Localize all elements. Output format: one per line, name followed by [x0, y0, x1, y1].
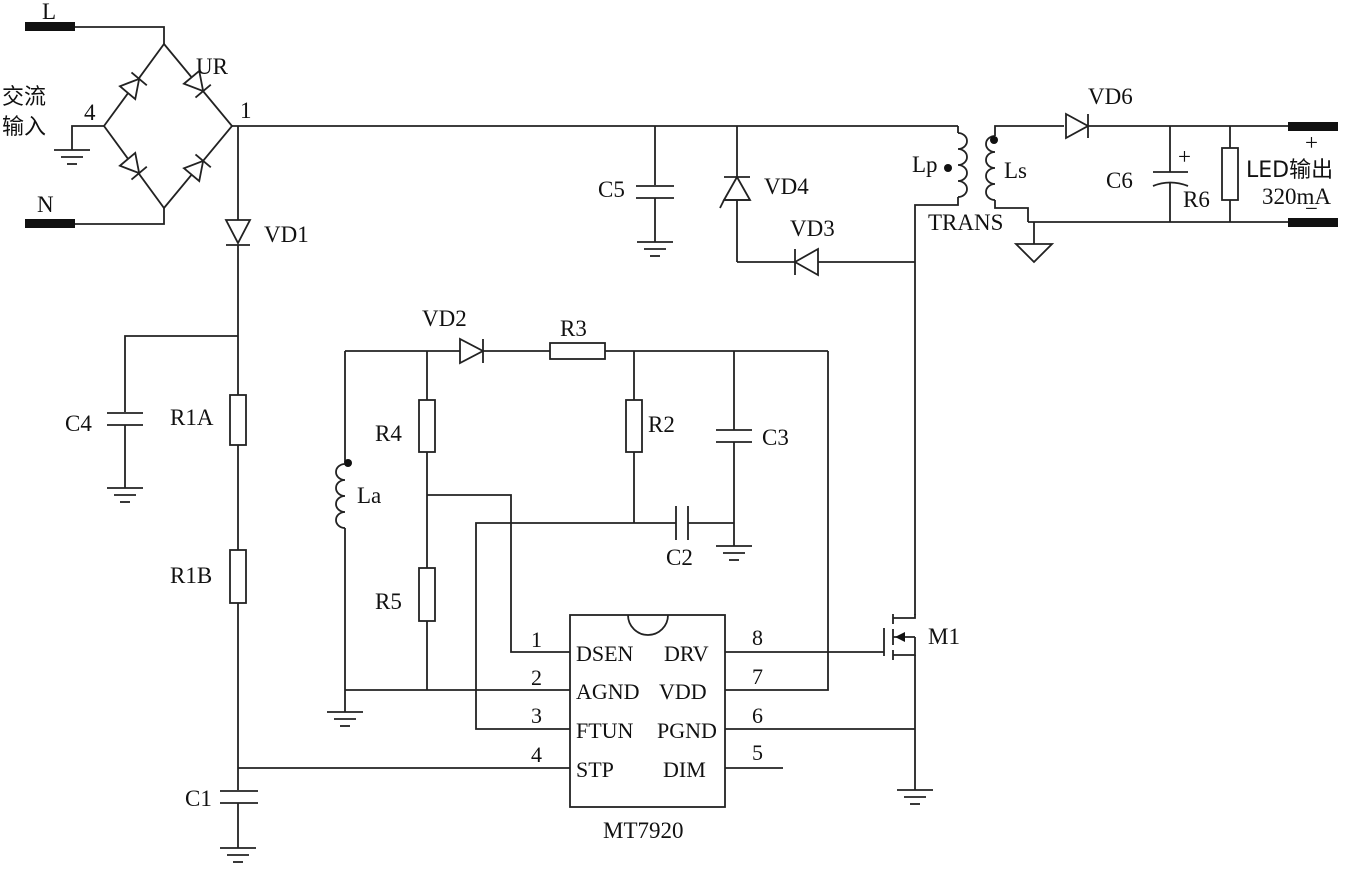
ur-label: UR: [196, 54, 229, 79]
r2-label: R2: [648, 412, 675, 437]
terminal-l: L: [25, 0, 75, 31]
r3-label: R3: [560, 316, 587, 341]
transformer-trans: Lp Ls TRANS: [912, 125, 1064, 615]
r4-label: R4: [375, 421, 402, 446]
ac-input-label-line2: 输入: [2, 115, 46, 140]
capacitor-c2: C2: [666, 506, 693, 570]
resistor-r3: R3: [549, 316, 606, 360]
diode-vd6: VD6: [1065, 84, 1133, 140]
vd3-label: VD3: [790, 216, 835, 241]
ic-mt7920: MT7920 DSEN AGND FTUN STP DRV VDD PGND D…: [531, 614, 763, 843]
diode-vd4: VD4: [719, 174, 809, 209]
ic-pin-1-name: DSEN: [576, 641, 634, 666]
c6-plus: +: [1178, 144, 1191, 169]
ic-name: MT7920: [603, 818, 684, 843]
node-1-label: 1: [240, 98, 252, 123]
ls-label: Ls: [1004, 158, 1027, 183]
resistor-r1b: R1B: [170, 549, 247, 604]
led-minus-sign: −: [1305, 196, 1318, 221]
ic-pin-3-name: FTUN: [576, 718, 634, 743]
ic-pin-2-num: 2: [531, 665, 542, 690]
lp-label: Lp: [912, 152, 938, 177]
c2-label: C2: [666, 545, 693, 570]
resistor-r4: R4: [375, 399, 436, 453]
vd6-label: VD6: [1088, 84, 1133, 109]
terminal-l-label: L: [42, 0, 56, 24]
r1a-label: R1A: [170, 405, 214, 430]
ic-pin-8-name: DRV: [664, 641, 709, 666]
ac-input-label-line1: 交流: [2, 85, 46, 110]
m1-label: M1: [928, 624, 960, 649]
ic-pin-5-name: DIM: [663, 757, 706, 782]
led-plus-sign: +: [1305, 130, 1318, 155]
terminal-led-plus: +: [1288, 122, 1338, 155]
vd2-label: VD2: [422, 306, 467, 331]
ic-pin-2-name: AGND: [576, 679, 640, 704]
ic-pin-1-num: 1: [531, 627, 542, 652]
resistor-r2: R2: [625, 399, 675, 453]
bridge-rectifier-ur: UR: [75, 26, 234, 225]
resistor-r1a: R1A: [170, 394, 247, 446]
ic-pin-4-num: 4: [531, 742, 542, 767]
trans-label: TRANS: [928, 210, 1003, 235]
c6-label: C6: [1106, 168, 1133, 193]
mosfet-m1: M1: [883, 614, 960, 660]
capacitor-c3: C3: [716, 425, 789, 450]
ic-pin-6-num: 6: [752, 703, 763, 728]
r1b-label: R1B: [170, 563, 212, 588]
ic-pin-6-name: PGND: [657, 718, 717, 743]
node-4-label: 4: [84, 100, 96, 125]
diode-vd2: VD2: [422, 306, 485, 365]
resistor-r6: R6: [1183, 147, 1239, 212]
diode-vd1: VD1: [224, 219, 309, 247]
r6-label: R6: [1183, 187, 1210, 212]
ic-pin-8-num: 8: [752, 625, 763, 650]
ic-pin-7-name: VDD: [659, 679, 707, 704]
capacitor-c6: + C6: [1106, 144, 1191, 193]
led-output-current: 320mA: [1262, 184, 1331, 209]
ic-pin-4-name: STP: [576, 757, 614, 782]
inductor-la: La: [335, 459, 381, 529]
diode-vd3: VD3: [790, 216, 835, 277]
terminal-n: N: [25, 192, 75, 228]
la-label: La: [357, 483, 381, 508]
capacitor-c1: C1: [185, 786, 258, 811]
capacitor-c5: C5: [598, 177, 674, 202]
c5-label: C5: [598, 177, 625, 202]
led-output-label: LED输出: [1246, 158, 1333, 183]
ic-pin-3-num: 3: [531, 703, 542, 728]
ic-pin-5-num: 5: [752, 740, 763, 765]
capacitor-c4: C4: [65, 411, 143, 436]
c3-label: C3: [762, 425, 789, 450]
vd4-label: VD4: [764, 174, 809, 199]
ic-pin-7-num: 7: [752, 664, 763, 689]
r5-label: R5: [375, 589, 402, 614]
terminal-led-minus: −: [1288, 196, 1338, 227]
c1-label: C1: [185, 786, 212, 811]
terminal-n-label: N: [37, 192, 54, 217]
resistor-r5: R5: [375, 567, 436, 622]
c4-label: C4: [65, 411, 92, 436]
vd1-label: VD1: [264, 222, 309, 247]
